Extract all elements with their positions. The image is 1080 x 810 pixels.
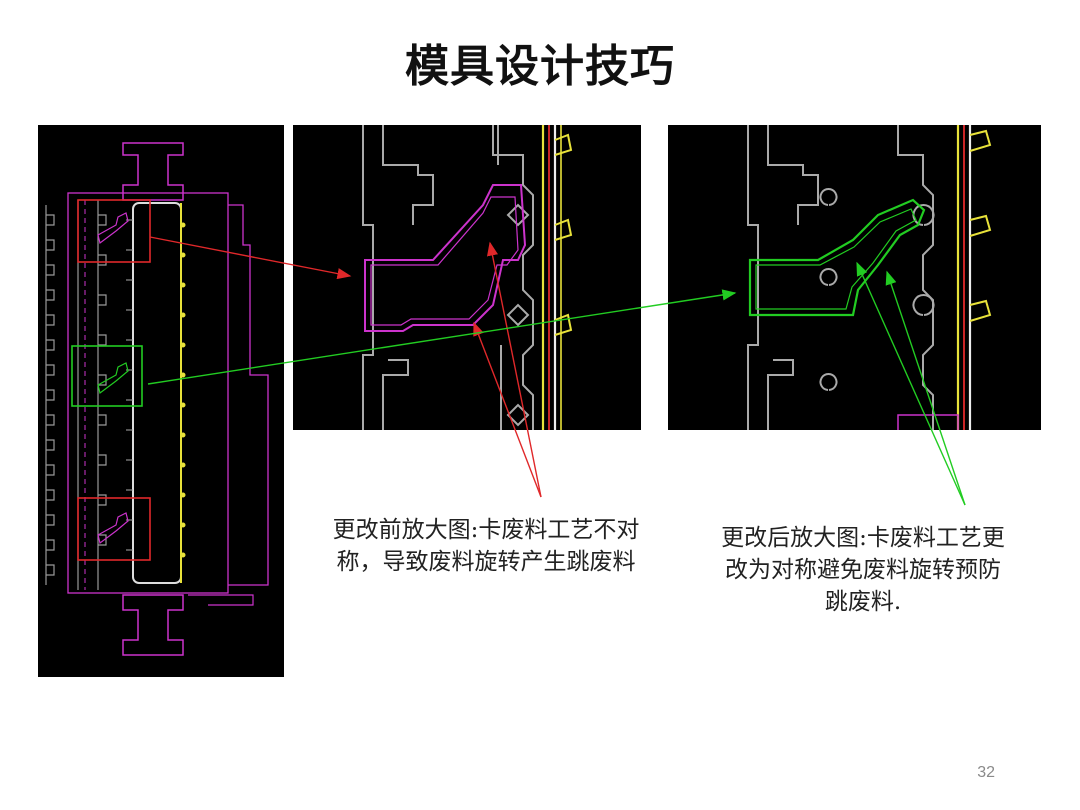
red-arrow-pointer-2 [473, 321, 542, 498]
before-box-bottom [77, 497, 151, 561]
green-arrow-pointer-1 [856, 261, 966, 506]
after-zoom-cad-image [668, 125, 1041, 430]
before-box-top [77, 199, 151, 263]
green-arrow-to-after [147, 289, 737, 385]
green-arrow-pointer-2 [885, 270, 966, 506]
red-arrow-to-before [149, 236, 352, 280]
page-number: 32 [977, 764, 995, 781]
red-arrow-pointer-1 [486, 241, 542, 498]
caption-before-change: 更改前放大图:卡废料工艺不对称，导致废料旋转产生跳废料 [332, 517, 640, 575]
after-box [71, 345, 143, 407]
caption-after-change: 更改后放大图:卡废料工艺更改为对称避免废料旋转预防跳废料. [721, 525, 1005, 615]
before-zoom-drawing [362, 125, 573, 430]
overview-cad-drawing [45, 142, 269, 656]
overview-cad-image [38, 125, 284, 677]
slide-title: 模具设计技巧 [405, 41, 675, 92]
